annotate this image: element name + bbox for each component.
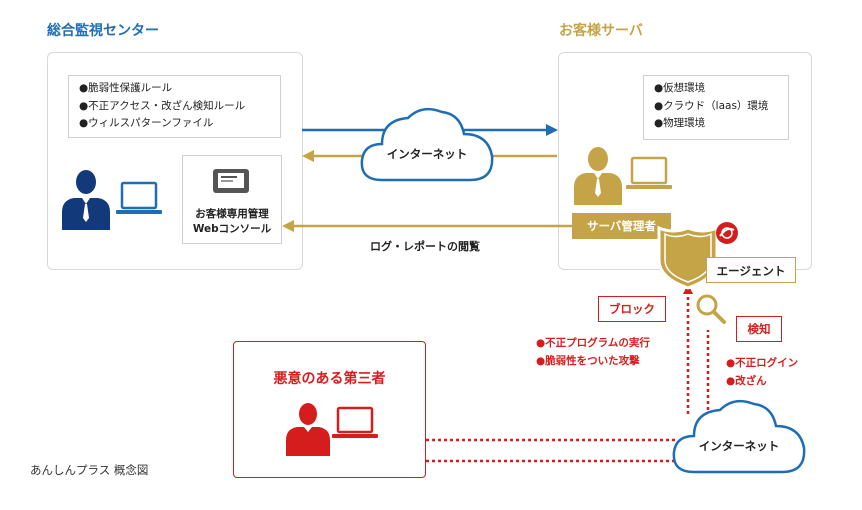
agent-shield-icon [657, 222, 738, 290]
internet-cloud-icon [360, 107, 494, 182]
customer-server-title: お客様サーバ [559, 23, 643, 39]
console-label-line1: お客様専用管理 [195, 208, 269, 220]
detect-tag: 検知 [736, 316, 782, 342]
environment-item: ●仮想環境 [654, 82, 706, 94]
server-admin-label: サーバ管理者 [572, 213, 671, 239]
rule-item: ●ウィルスパターンファイル [79, 117, 214, 129]
internet-label-top: インターネット [386, 147, 468, 161]
block-list: ●不正プログラムの実行 ●脆弱性をついた攻撃 [536, 334, 650, 370]
block-item: ●不正プログラムの実行 [536, 337, 650, 349]
agent-label: エージェント [706, 257, 796, 283]
detect-item: ●不正ログイン [726, 357, 799, 369]
block-item: ●脆弱性をついた攻撃 [536, 355, 640, 367]
internet-cloud-bottom-icon [672, 399, 806, 474]
diagram-caption: あんしんプラス 概念図 [30, 463, 149, 477]
log-view-label: ログ・レポートの閲覧 [370, 240, 480, 253]
environment-item: ●物理環境 [654, 117, 706, 129]
environment-list: ●仮想環境 ●クラウド（laas）環境 ●物理環境 [643, 75, 789, 140]
environment-item: ●クラウド（laas）環境 [654, 99, 769, 112]
block-tag: ブロック [598, 296, 666, 322]
monitoring-center-title: 総合監視センター [47, 23, 159, 39]
operator-with-pc-icon [62, 170, 162, 230]
web-console-label: お客様専用管理 Webコンソール [182, 207, 282, 237]
detect-list: ●不正ログイン ●改ざん [726, 354, 798, 390]
rule-list: ●脆弱性保護ルール ●不正アクセス・改ざん検知ルール ●ウィルスパターンファイル [68, 75, 281, 138]
server-admin-with-pc-icon [574, 147, 672, 205]
monitor-icon [213, 169, 249, 193]
magnifier-icon [696, 294, 726, 324]
attacker-with-pc-icon [286, 403, 378, 456]
console-label-line2: Webコンソール [192, 223, 272, 235]
detect-item: ●改ざん [726, 375, 767, 387]
rule-item: ●不正アクセス・改ざん検知ルール [79, 99, 246, 112]
internet-label-bottom: インターネット [698, 439, 780, 453]
rule-item: ●脆弱性保護ルール [79, 82, 173, 94]
attacker-label: 悪意のある第三者 [273, 371, 386, 387]
